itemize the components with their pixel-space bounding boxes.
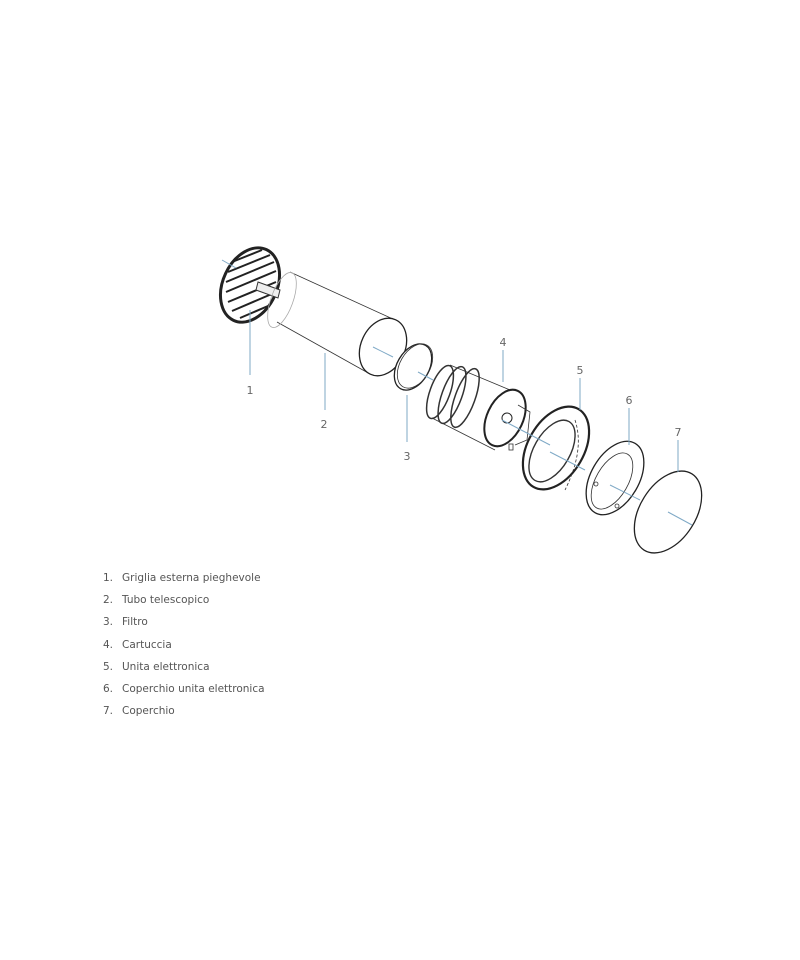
legend-label: Filtro [122,616,148,629]
legend-label: Coperchio unita elettronica [122,682,265,695]
part-electronic-unit-cover [585,440,645,516]
callout-1: 1 [247,384,254,397]
part-filter [393,343,434,391]
legend-label: Tubo telescopico [122,594,210,607]
legend-label: Coperchio [122,705,175,718]
parts-legend: 1. Griglia esterna pieghevole 2. Tubo tele… [103,572,265,727]
legend-number: 6. [103,682,114,695]
legend-number: 5. [103,660,114,673]
legend-number: 1. [103,572,114,584]
legend-item: 5. Unita elettronica [103,661,265,683]
leader-lines [249,310,693,526]
legend-item: 6. Coperchio unita elettronica [103,683,265,705]
legend-label: Unita elettronica [122,660,210,673]
legend-number: 4. [103,638,114,651]
legend-item: 3. Filtro [103,616,265,638]
legend-number: 2. [103,594,114,607]
legend-item: 1. Griglia esterna pieghevole [103,572,265,594]
legend-label: Griglia esterna pieghevole [122,572,261,584]
legend-number: 3. [103,616,114,629]
callout-5: 5 [577,364,584,377]
callout-7: 7 [675,426,682,439]
part-electronic-unit [521,405,591,491]
legend-item: 4. Cartuccia [103,639,265,661]
legend-item: 7. Coperchio [103,705,265,727]
callout-6: 6 [626,394,633,407]
part-cartridge [425,364,531,451]
legend-label: Cartuccia [122,638,172,651]
part-telescopic-tube [267,271,408,377]
callout-4: 4 [500,336,507,349]
legend-number: 7. [103,705,114,718]
part-external-grille [218,246,282,324]
legend-item: 2. Tubo telescopico [103,594,265,616]
callout-2: 2 [321,418,328,431]
callout-3: 3 [404,450,411,463]
